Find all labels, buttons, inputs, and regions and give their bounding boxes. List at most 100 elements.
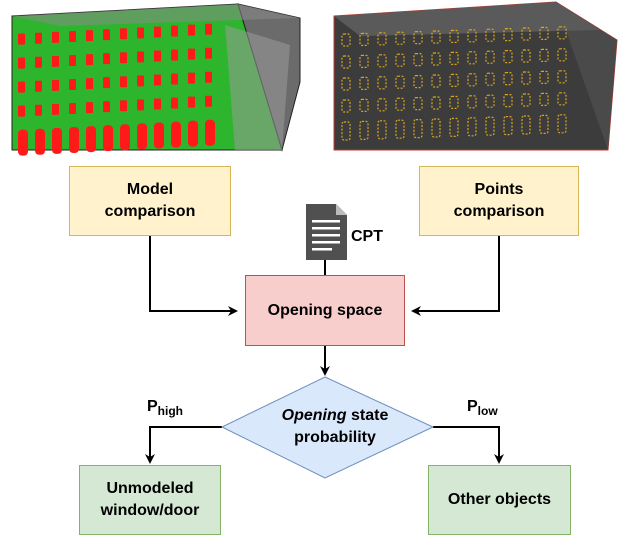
facade-opening	[188, 96, 195, 108]
facade-point-opening	[359, 98, 369, 113]
facade-point-opening	[449, 29, 459, 43]
facade-point-opening	[503, 28, 513, 42]
unmodeled-box: Unmodeled window/door	[79, 465, 221, 535]
facade-opening	[103, 77, 110, 89]
facade-opening	[120, 100, 127, 112]
facade-opening	[137, 123, 147, 150]
facade-point-opening	[431, 74, 441, 88]
arrow-points-to-opening	[411, 236, 500, 316]
facade-point-opening	[539, 114, 549, 135]
facade-opening	[120, 76, 127, 88]
facade-point-opening	[503, 93, 513, 108]
facade-opening	[35, 104, 42, 116]
facade-point-opening	[521, 27, 531, 41]
facade-opening	[188, 48, 195, 60]
facade-point-opening	[557, 48, 567, 62]
p-low-main: P	[467, 398, 478, 415]
facade-model-image	[11, 2, 301, 156]
facade-opening	[137, 51, 144, 63]
cpt-label: CPT	[351, 228, 383, 245]
facade-point-opening	[359, 54, 369, 69]
p-low-sub: low	[477, 404, 498, 418]
facade-point-opening	[413, 31, 423, 45]
decision-line1-rest: state	[346, 407, 389, 424]
connectors	[145, 236, 504, 464]
facade-point-opening	[539, 92, 549, 107]
facade-point-opening	[557, 114, 567, 134]
facade-opening	[188, 24, 195, 36]
facade-point-opening	[395, 119, 405, 139]
facade-point-opening	[431, 30, 441, 44]
facade-point-opening	[539, 26, 549, 40]
facade-point-opening	[413, 52, 423, 67]
facade-opening	[154, 122, 164, 149]
facade-point-opening	[449, 95, 459, 110]
facade-opening	[171, 25, 178, 37]
facade-opening	[52, 79, 59, 91]
facade-opening	[35, 80, 42, 92]
facade-point-opening	[377, 98, 387, 112]
facade-opening	[120, 52, 127, 64]
facade-point-opening	[449, 117, 459, 138]
facade-opening	[188, 120, 198, 147]
facade-point-opening	[485, 116, 495, 136]
facade-opening	[120, 28, 127, 40]
facade-point-opening	[341, 99, 351, 113]
facade-point-opening	[377, 120, 387, 140]
facade-point-opening	[413, 118, 423, 139]
facade-point-opening	[467, 95, 477, 109]
facade-point-opening	[449, 51, 459, 66]
facade-point-opening	[341, 33, 351, 47]
facade-point-opening	[485, 28, 495, 42]
facade-opening	[86, 54, 93, 66]
facade-opening	[86, 126, 96, 153]
facade-opening	[52, 31, 59, 43]
facade-opening	[171, 121, 181, 148]
facade-point-opening	[341, 121, 351, 141]
facade-point-opening	[557, 26, 567, 40]
facade-opening	[154, 98, 161, 110]
facade-point-opening	[521, 71, 531, 85]
facade-point-opening	[413, 74, 423, 89]
facade-point-opening	[557, 70, 567, 84]
decision-line2: probability	[294, 429, 376, 446]
p-high-label: Phigh	[147, 398, 183, 418]
document-icon	[306, 204, 347, 260]
facade-opening	[137, 99, 144, 111]
p-high-sub: high	[157, 404, 183, 418]
points-comparison-box: Points comparison	[419, 166, 579, 236]
facade-opening	[18, 105, 25, 117]
facade-point-opening	[467, 73, 477, 87]
facade-opening	[69, 78, 76, 90]
facade-point-opening	[359, 120, 369, 141]
facade-opening	[18, 57, 25, 69]
facade-opening	[171, 49, 178, 61]
facade-opening	[205, 47, 212, 59]
facade-point-opening	[449, 73, 459, 88]
facade-point-opening	[467, 29, 477, 43]
facade-opening	[154, 50, 161, 62]
facade-opening	[18, 81, 25, 93]
model-comparison-box: Model comparison	[69, 166, 231, 236]
facade-opening	[69, 54, 76, 66]
facade-opening	[205, 23, 212, 35]
arrow-decision-to-unmodeled	[145, 426, 222, 464]
facade-opening	[188, 72, 195, 84]
facade-point-opening	[539, 48, 549, 63]
facade-opening	[171, 73, 178, 85]
facade-opening	[35, 128, 45, 155]
facade-point-opening	[485, 94, 495, 108]
facade-opening	[103, 29, 110, 41]
facade-opening	[154, 74, 161, 86]
facade-opening	[154, 26, 161, 38]
facade-point-opening	[341, 77, 351, 91]
facade-point-opening	[539, 70, 549, 85]
other-objects-box: Other objects	[428, 465, 571, 535]
facade-opening	[18, 33, 25, 45]
facade-point-opening	[467, 51, 477, 65]
facade-opening	[86, 30, 93, 42]
p-high-main: P	[147, 398, 158, 415]
facade-point-opening	[431, 96, 441, 110]
facade-opening	[103, 101, 110, 113]
